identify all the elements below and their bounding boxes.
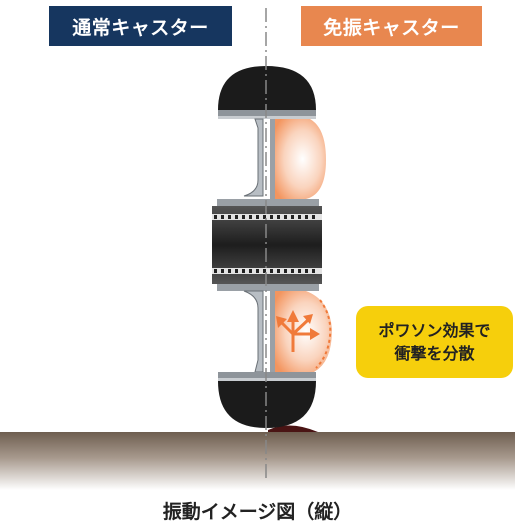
lower-cushion	[274, 291, 332, 372]
stress-arrows-icon	[276, 310, 320, 352]
callout-line-1: ポワソン効果で	[378, 321, 491, 340]
wheel-band-dots	[214, 215, 315, 273]
diagram-caption: 振動イメージ図（縦）	[162, 501, 353, 523]
poisson-effect-callout: ポワソン効果で 衝撃を分散	[356, 306, 513, 378]
bottom-metal-plate	[218, 372, 316, 378]
floor-contact	[268, 425, 318, 432]
wheel-top-plate	[217, 199, 319, 206]
vibration-caster-label: 免振キャスター	[301, 6, 482, 46]
normal-caster-label: 通常キャスター	[49, 6, 232, 46]
lower-stem-normal	[243, 290, 264, 373]
callout-line-2: 衝撃を分散	[394, 344, 475, 363]
bottom-cap	[218, 381, 316, 428]
top-cap	[218, 66, 316, 110]
upper-stem-normal	[243, 118, 264, 197]
top-metal-plate	[218, 110, 316, 116]
floor	[0, 432, 515, 490]
upper-cushion	[274, 119, 326, 199]
wheel-bottom-plate	[217, 284, 319, 291]
